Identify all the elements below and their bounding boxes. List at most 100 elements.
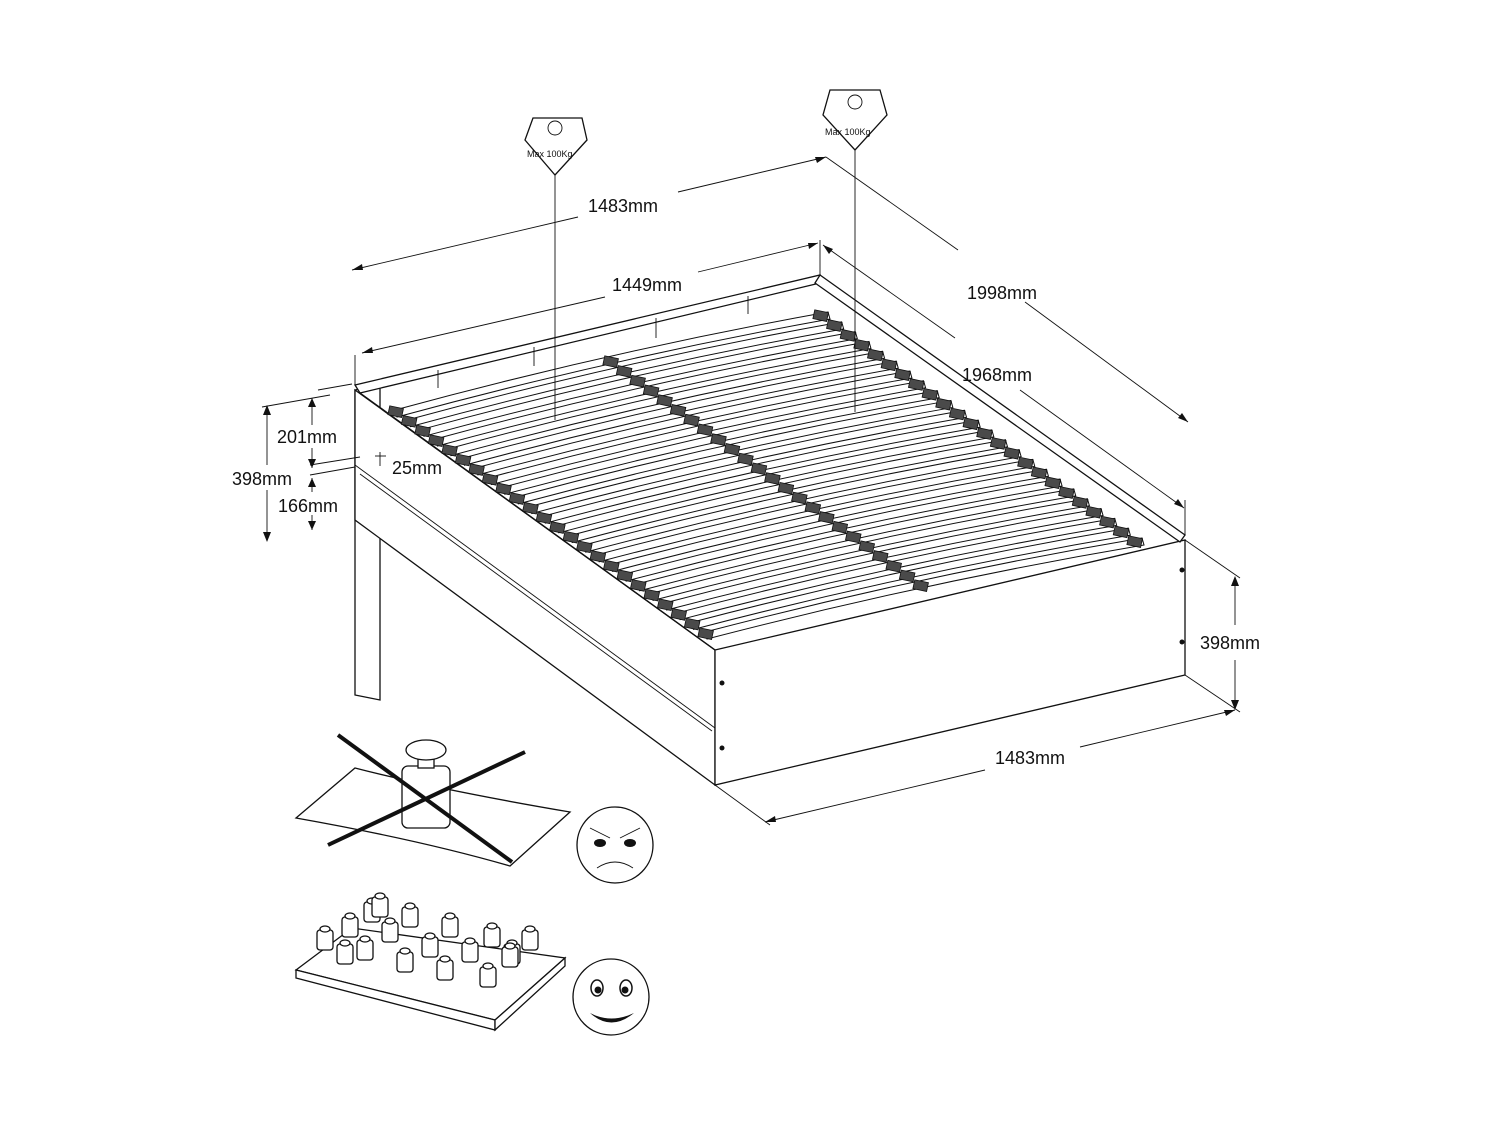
- arrow-icon: [263, 532, 271, 542]
- slat-holder: [1099, 515, 1116, 529]
- arrow-icon: [765, 816, 776, 822]
- point-load-crossed-icon: [294, 733, 572, 867]
- small-weight-icon: [441, 916, 459, 938]
- slat-holder: [697, 627, 714, 641]
- weight-label: Max 100Kg: [825, 127, 871, 137]
- small-weight-icon: [371, 896, 389, 918]
- slat-holder: [1126, 535, 1143, 549]
- slat: [704, 537, 1145, 640]
- slat-holder: [670, 608, 687, 621]
- slat-holder: [535, 511, 553, 525]
- happy-face-icon: [572, 958, 650, 1036]
- dim-line: [822, 244, 956, 339]
- slat-holder: [468, 463, 485, 476]
- slat-holder: [441, 443, 458, 457]
- slat-holder: [894, 368, 911, 381]
- arrow-icon: [308, 459, 316, 468]
- slat-holder: [858, 540, 876, 554]
- dim-line: [1079, 709, 1236, 748]
- slat: [488, 380, 927, 486]
- drawer-top-edge: [359, 473, 713, 732]
- dim-outer-width-top: 1483mm: [588, 196, 658, 216]
- small-weight-icon: [501, 946, 519, 968]
- small-weight-icon: [381, 921, 399, 943]
- slat: [596, 458, 1036, 563]
- slat-holder: [826, 319, 843, 332]
- pupil: [621, 986, 629, 994]
- slat-holder: [643, 588, 661, 602]
- ext-line: [714, 784, 771, 826]
- small-weight-icon: [399, 947, 411, 955]
- slat-holder: [777, 481, 795, 495]
- slat-holder: [683, 617, 701, 631]
- arrow-icon: [352, 264, 363, 270]
- small-weight-icon: [374, 892, 386, 900]
- arrow-icon: [815, 157, 826, 163]
- slat-holder: [1003, 446, 1021, 460]
- slat: [610, 468, 1050, 573]
- slat-holder: [976, 427, 993, 440]
- arrow-icon: [308, 521, 316, 530]
- dim-line: [677, 156, 827, 193]
- small-weight-icon: [356, 939, 374, 961]
- dim-height-lower: 166mm: [278, 496, 338, 516]
- slat-holder: [1044, 476, 1062, 490]
- slat-holder: [885, 559, 902, 573]
- slat-holder: [454, 453, 472, 467]
- slat-holder: [549, 521, 566, 534]
- bed-frame: [353, 274, 1186, 787]
- small-weight-icon: [316, 929, 334, 951]
- brow: [589, 827, 641, 839]
- slat-holder: [935, 397, 952, 411]
- ext-line: [1184, 539, 1241, 579]
- dim-inner-width: 1449mm: [612, 275, 682, 295]
- face-circle: [572, 958, 650, 1036]
- dim-outer-length: 1998mm: [967, 283, 1037, 303]
- slat-holder: [831, 520, 849, 534]
- small-weight-icon: [482, 962, 494, 970]
- weight-marker-icon: [847, 94, 863, 110]
- slat-holder: [1112, 525, 1130, 539]
- slat: [448, 350, 886, 457]
- slat-holder: [898, 569, 916, 583]
- slat-base: [387, 309, 1145, 641]
- small-weight-icon: [486, 922, 498, 930]
- slat-holder: [642, 384, 660, 398]
- slat-holder: [495, 482, 512, 496]
- frame-inner-edge: [359, 392, 716, 651]
- slat-holder: [400, 414, 418, 428]
- slat: [677, 517, 1118, 621]
- dim-slat-gap: 25mm: [392, 458, 442, 478]
- arrow-icon: [1224, 710, 1235, 716]
- distributed-load-icon: [294, 892, 567, 1032]
- small-weight-icon: [401, 906, 419, 928]
- small-weight-icon: [384, 917, 396, 925]
- slat-holder: [921, 387, 939, 401]
- slat-holder: [880, 358, 898, 372]
- slat: [434, 340, 872, 447]
- small-weight-icon: [336, 943, 354, 965]
- slat-holder: [948, 407, 966, 421]
- pupil: [594, 986, 602, 994]
- slat-holder: [589, 550, 607, 563]
- slat-holder: [603, 559, 620, 573]
- arrow-icon: [1178, 413, 1188, 422]
- slat: [515, 399, 954, 505]
- mouth: [590, 1013, 634, 1023]
- board-edge: [494, 956, 566, 1032]
- slat: [502, 390, 940, 495]
- arrow-icon: [308, 478, 316, 487]
- bolt-dot: [719, 745, 725, 751]
- small-weight-icon: [483, 926, 501, 948]
- dim-line: [361, 296, 606, 354]
- slat-holder: [750, 462, 768, 476]
- slat-holder: [427, 434, 445, 447]
- slat-holder: [710, 433, 727, 446]
- dimension-lines: [261, 156, 1241, 826]
- small-weight-icon: [319, 925, 331, 933]
- slat-holder: [481, 472, 499, 486]
- dim-line: [825, 156, 959, 251]
- slat-holder: [522, 501, 539, 515]
- slat: [529, 409, 968, 515]
- slat-holder: [629, 374, 646, 388]
